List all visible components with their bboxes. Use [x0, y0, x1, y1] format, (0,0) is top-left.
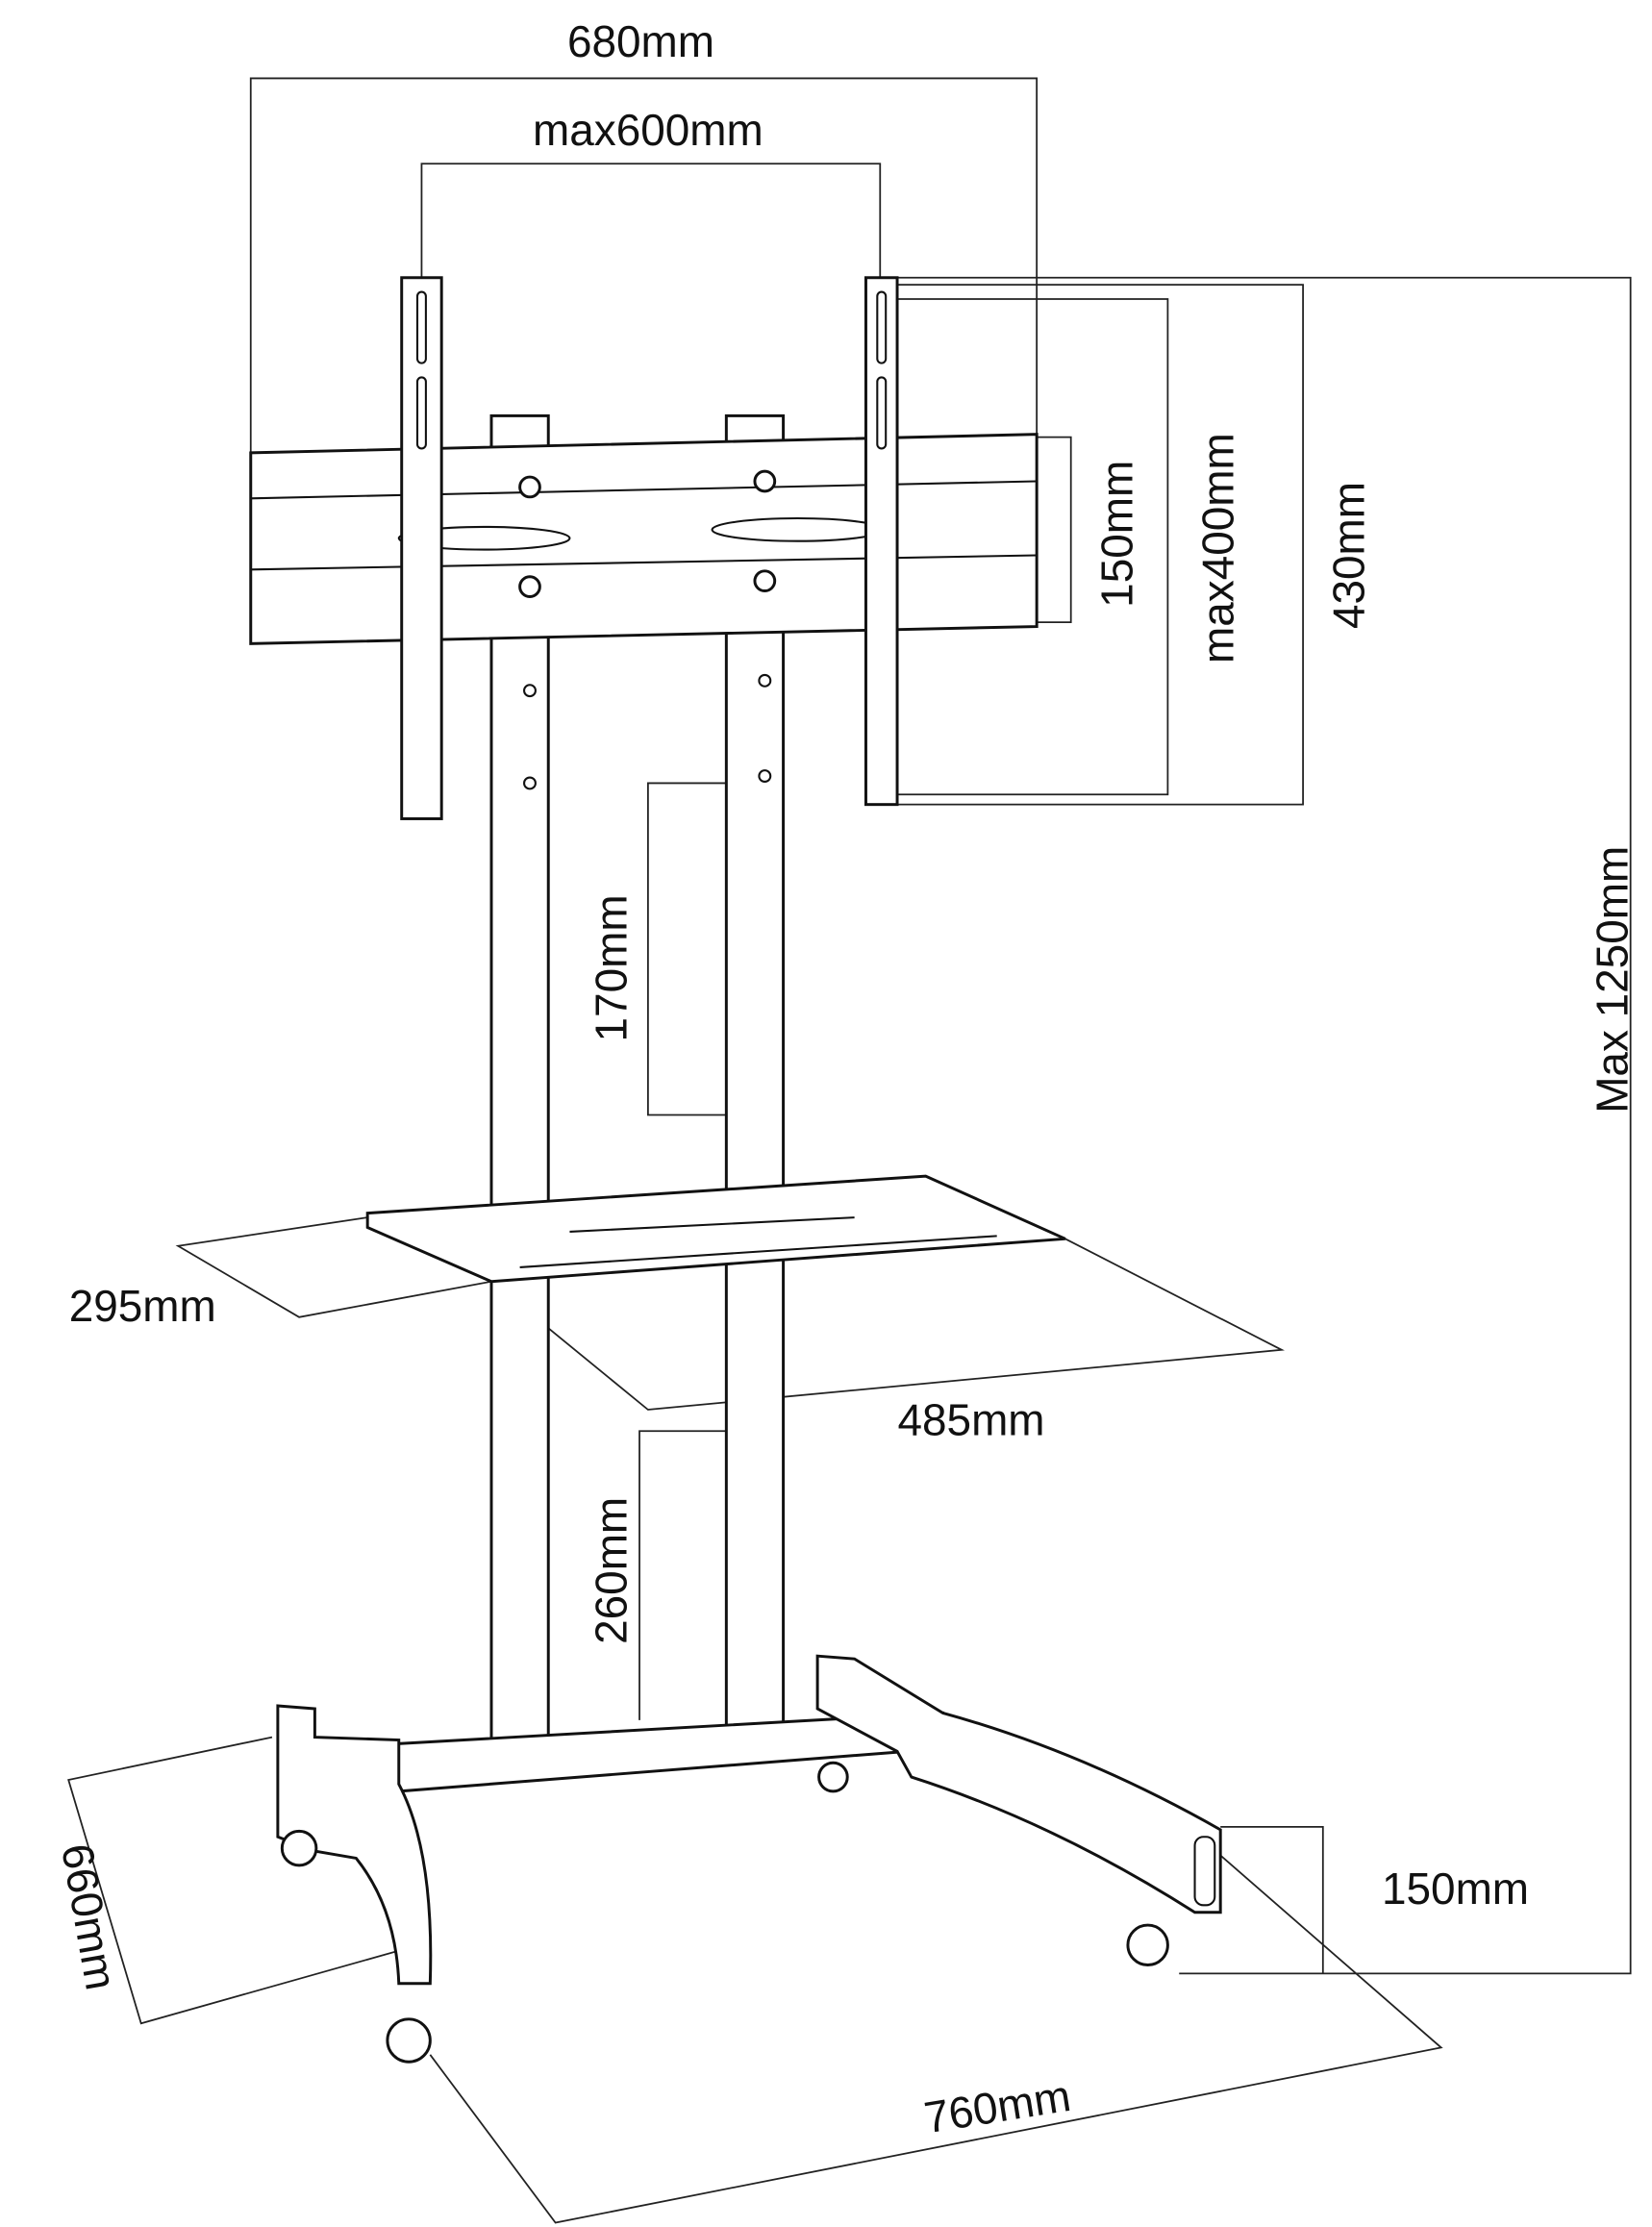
base-leg-left — [276, 1704, 433, 1986]
dimension-lines — [67, 77, 1632, 2224]
caster — [817, 1761, 849, 1793]
label-max-1250mm: Max 1250mm — [1588, 846, 1638, 1114]
label-660mm: 660mm — [52, 1839, 127, 1993]
label-max600mm: max600mm — [533, 105, 763, 155]
base-leg-right — [815, 1654, 1222, 1914]
label-760mm: 760mm — [921, 2070, 1074, 2142]
stand-drawing — [249, 276, 1222, 2064]
mounting-plate — [249, 433, 1039, 645]
leg-end-cap — [1193, 1836, 1216, 1907]
label-150mm-base: 150mm — [1382, 1864, 1529, 1914]
label-485mm: 485mm — [898, 1395, 1045, 1445]
label-170mm: 170mm — [587, 894, 637, 1041]
column-right — [724, 625, 786, 1732]
label-430mm: 430mm — [1324, 482, 1374, 629]
caster — [280, 1829, 318, 1867]
label-680mm: 680mm — [567, 16, 714, 66]
caster — [386, 2017, 432, 2064]
label-150mm-plate: 150mm — [1091, 461, 1141, 608]
column-left — [489, 625, 550, 1743]
label-295mm: 295mm — [69, 1281, 216, 1331]
shelf — [365, 1174, 1066, 1284]
bracket-left — [400, 276, 443, 820]
bracket-right — [864, 276, 899, 807]
label-max400mm: max400mm — [1193, 433, 1243, 663]
label-260mm: 260mm — [587, 1497, 637, 1644]
caster — [1126, 1923, 1169, 1967]
